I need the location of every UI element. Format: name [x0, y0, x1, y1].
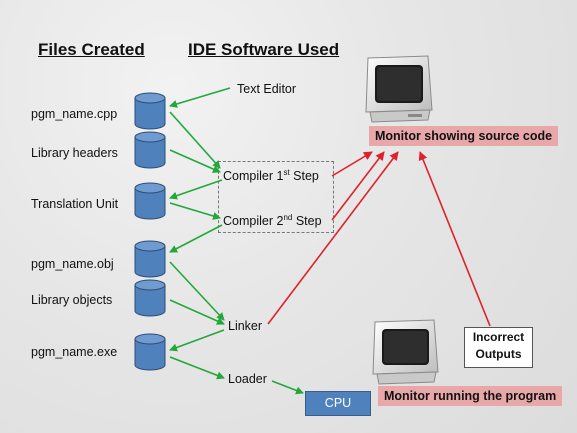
database-icon [134, 279, 166, 317]
compiler-second-step-label: Compiler 2nd Step [223, 213, 322, 229]
file-label-library-objects: Library objects [31, 293, 113, 307]
arrow-tu-to-compiler2 [169, 202, 221, 220]
arrow-linker-to-monitor [267, 151, 399, 325]
loader-label: Loader [228, 372, 267, 386]
file-label-cpp: pgm_name.cpp [31, 107, 118, 121]
database-icon [134, 240, 166, 278]
arrow-compiler1-to-monitor [331, 151, 373, 177]
text-editor-label: Text Editor [237, 82, 297, 96]
arrow-compiler1-to-tu [169, 179, 223, 200]
monitor-source-code-label: Monitor showing source code [369, 126, 559, 146]
arrow-linker-to-exe [169, 329, 225, 352]
arrow-libobj-to-linker [169, 299, 225, 325]
file-label-exe: pgm_name.exe [31, 345, 118, 359]
monitor-running-program-label: Monitor running the program [378, 386, 563, 406]
arrow-exe-to-loader [169, 356, 225, 380]
monitor-icon [365, 55, 433, 123]
arrow-headers-to-compiler1 [169, 149, 221, 173]
incorrect-outputs-box: Incorrect Outputs [464, 327, 533, 368]
files-created-header: Files Created [38, 40, 145, 59]
arrow-obj-to-linker [169, 261, 225, 321]
database-icon [134, 131, 166, 169]
monitor-icon [372, 319, 439, 385]
arrow-loader-to-cpu [271, 380, 304, 395]
arrow-compiler2-to-obj [169, 224, 223, 253]
file-label-library-headers: Library headers [31, 146, 118, 160]
arrow-editor-to-cpp [169, 87, 231, 108]
arrow-incorrect-to-monitor [418, 151, 491, 327]
arrow-compiler2-to-monitor [331, 151, 385, 221]
database-icon [134, 92, 166, 130]
ide-software-header: IDE Software Used [188, 40, 340, 59]
file-label-obj: pgm_name.obj [31, 257, 114, 271]
database-icon [134, 333, 166, 371]
database-icon [134, 182, 166, 220]
arrow-cpp-to-compiler1 [169, 111, 221, 169]
compiler-first-step-label: Compiler 1st Step [223, 168, 319, 184]
linker-label: Linker [228, 319, 263, 333]
cpu-box: CPU [305, 391, 371, 416]
compiler-group-box [218, 161, 334, 233]
file-label-translation-unit: Translation Unit [31, 197, 119, 211]
